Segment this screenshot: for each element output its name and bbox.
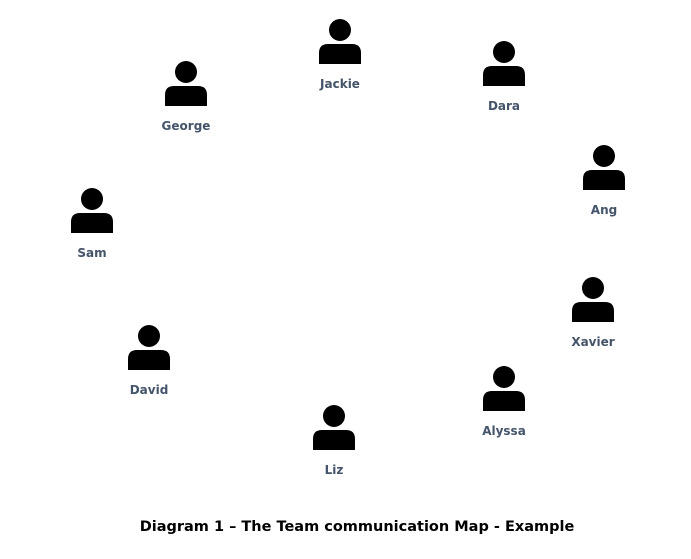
person-name: Liz [324,463,344,477]
person-dara: Dara [459,40,549,113]
person-icon [165,61,207,106]
person-icon [483,366,525,411]
person-icon [128,325,170,370]
diagram-caption: Diagram 1 – The Team communication Map -… [139,519,575,535]
person-name: Ang [590,203,618,217]
person-icon [319,19,361,64]
person-alyssa: Alyssa [459,365,549,438]
person-name: David [129,383,169,397]
person-sam: Sam [47,187,137,260]
person-icon [313,405,355,450]
person-david: David [104,324,194,397]
person-george: George [141,60,231,133]
person-name: Alyssa [482,424,526,438]
person-ang: Ang [559,144,649,217]
person-name: Sam [77,246,107,260]
person-jackie: Jackie [295,18,385,91]
person-icon [71,188,113,233]
person-name: Dara [487,99,521,113]
person-liz: Liz [289,404,379,477]
person-name: Xavier [571,335,615,349]
person-icon [572,277,614,322]
person-name: Jackie [320,77,360,91]
person-icon [583,145,625,190]
person-icon [483,41,525,86]
person-xavier: Xavier [548,276,638,349]
person-name: George [161,119,211,133]
